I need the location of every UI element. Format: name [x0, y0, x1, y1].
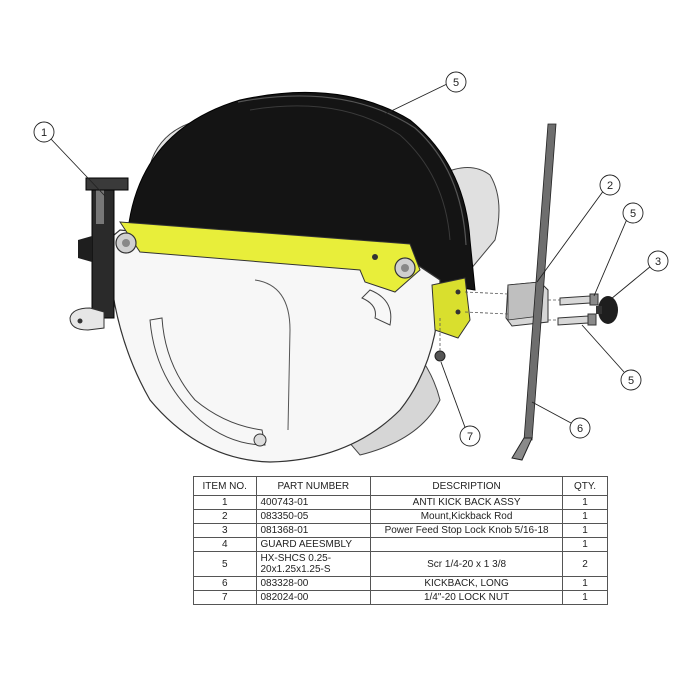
cell-part: 083350-05	[255, 509, 372, 524]
cell-qty: 1	[562, 495, 608, 510]
table-row: 1 400743-01 ANTI KICK BACK ASSY 1	[193, 495, 608, 510]
parts-list-table: ITEM NO. PART NUMBER DESCRIPTION QTY. 1 …	[193, 476, 608, 605]
header-description: DESCRIPTION	[370, 476, 564, 496]
svg-text:5: 5	[630, 208, 636, 220]
cell-part: 081368-01	[255, 523, 372, 538]
callout-6: 6	[569, 417, 591, 439]
svg-text:5: 5	[628, 375, 634, 387]
callout-5-lower: 5	[620, 369, 642, 391]
cell-desc: Scr 1/4-20 x 1 3/8	[370, 551, 564, 577]
callout-1: 1	[33, 121, 55, 143]
cell-qty: 1	[562, 576, 608, 591]
cell-desc: Power Feed Stop Lock Knob 5/16-18	[370, 523, 564, 538]
cell-qty: 1	[562, 523, 608, 538]
cell-part: GUARD AEESMBLY	[255, 537, 372, 552]
cell-item: 7	[193, 590, 257, 605]
anti-kickback-assembly	[69, 177, 129, 331]
cell-qty: 2	[562, 551, 608, 577]
callout-2: 2	[599, 174, 621, 196]
cell-item: 1	[193, 495, 257, 510]
table-row: 6 083328-00 KICKBACK, LONG 1	[193, 576, 608, 591]
table-row: 3 081368-01 Power Feed Stop Lock Knob 5/…	[193, 523, 608, 538]
exploded-assembly-drawing: 1 5 2 5 3 5 6 7	[33, 71, 669, 463]
cell-desc: KICKBACK, LONG	[370, 576, 564, 591]
svg-text:6: 6	[577, 423, 583, 435]
callout-3: 3	[647, 250, 669, 272]
cell-item: 4	[193, 537, 257, 552]
svg-text:3: 3	[655, 256, 661, 268]
guard-side-plate	[107, 229, 441, 463]
cell-qty: 1	[562, 590, 608, 605]
svg-text:2: 2	[607, 180, 613, 192]
cell-desc: Mount,Kickback Rod	[370, 509, 564, 524]
kickback-rod-long	[511, 123, 557, 461]
svg-text:7: 7	[467, 431, 473, 443]
yellow-riving-bar	[115, 221, 471, 339]
cell-part: 083328-00	[255, 576, 372, 591]
cell-part: 082024-00	[255, 590, 372, 605]
callout-7: 7	[459, 425, 481, 447]
lock-knob	[596, 296, 618, 324]
lock-nut	[434, 350, 446, 362]
cell-part: 400743-01	[255, 495, 372, 510]
cell-item: 2	[193, 509, 257, 524]
svg-text:1: 1	[41, 127, 47, 139]
cell-desc: ANTI KICK BACK ASSY	[370, 495, 564, 510]
cell-item: 6	[193, 576, 257, 591]
cell-qty: 1	[562, 509, 608, 524]
cell-desc: 1/4"-20 LOCK NUT	[370, 590, 564, 605]
cell-desc	[370, 537, 564, 552]
svg-text:5: 5	[453, 77, 459, 89]
table-row: 2 083350-05 Mount,Kickback Rod 1	[193, 509, 608, 524]
table-row: 5 HX-SHCS 0.25-20x1.25x1.25-S Scr 1/4-20…	[193, 551, 608, 577]
screws	[557, 293, 599, 326]
header-qty: QTY.	[562, 476, 608, 496]
leader-lines	[49, 83, 652, 431]
table-row: 7 082024-00 1/4"-20 LOCK NUT 1	[193, 590, 608, 605]
cell-item: 5	[193, 551, 257, 577]
cell-qty: 1	[562, 537, 608, 552]
cell-part: HX-SHCS 0.25-20x1.25x1.25-S	[255, 551, 372, 577]
header-part-number: PART NUMBER	[255, 476, 372, 496]
callout-4: 5	[445, 71, 467, 93]
cell-item: 3	[193, 523, 257, 538]
callout-5-upper: 5	[622, 202, 644, 224]
header-item-no: ITEM NO.	[193, 476, 257, 496]
assembly-lines	[439, 291, 560, 352]
table-row: 4 GUARD AEESMBLY 1	[193, 537, 608, 552]
table-header-row: ITEM NO. PART NUMBER DESCRIPTION QTY.	[193, 476, 608, 496]
